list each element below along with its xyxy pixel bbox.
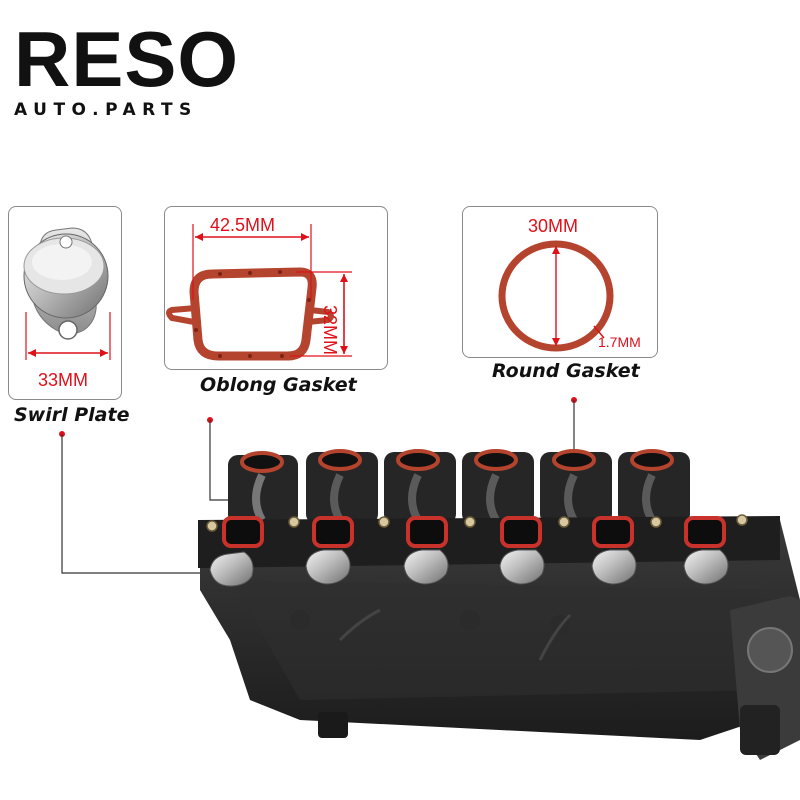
round-diameter-dimension: 30MM: [528, 216, 579, 236]
oblong-dimension-lines: [192, 224, 352, 357]
brand-name: RESO: [14, 15, 240, 103]
swirl-plate-card: [8, 206, 122, 400]
round-thickness-dimension: 1.7MM: [598, 334, 641, 350]
swirl-plate-dimension: 33MM: [38, 370, 89, 390]
swirl-plate-image: [23, 227, 109, 340]
intake-manifold-image: [198, 449, 800, 760]
oblong-gasket-caption: Oblong Gasket: [200, 374, 357, 396]
round-gasket-card: [462, 206, 658, 358]
oblong-gasket-card: [164, 206, 388, 370]
round-gasket-caption: Round Gasket: [492, 360, 640, 382]
swirl-plate-caption: Swirl Plate: [14, 404, 130, 426]
round-gasket-image: [498, 240, 614, 352]
oblong-height-dimension: 32MM: [320, 305, 340, 356]
brand-logo: RESO AUTO.PARTS: [14, 15, 240, 120]
oblong-width-dimension: 42.5MM: [210, 215, 276, 235]
brand-tagline: AUTO.PARTS: [14, 100, 198, 120]
round-dimension-lines: [552, 246, 605, 346]
leader-lines: [59, 397, 577, 574]
swirl-dimension-line: [25, 312, 111, 360]
